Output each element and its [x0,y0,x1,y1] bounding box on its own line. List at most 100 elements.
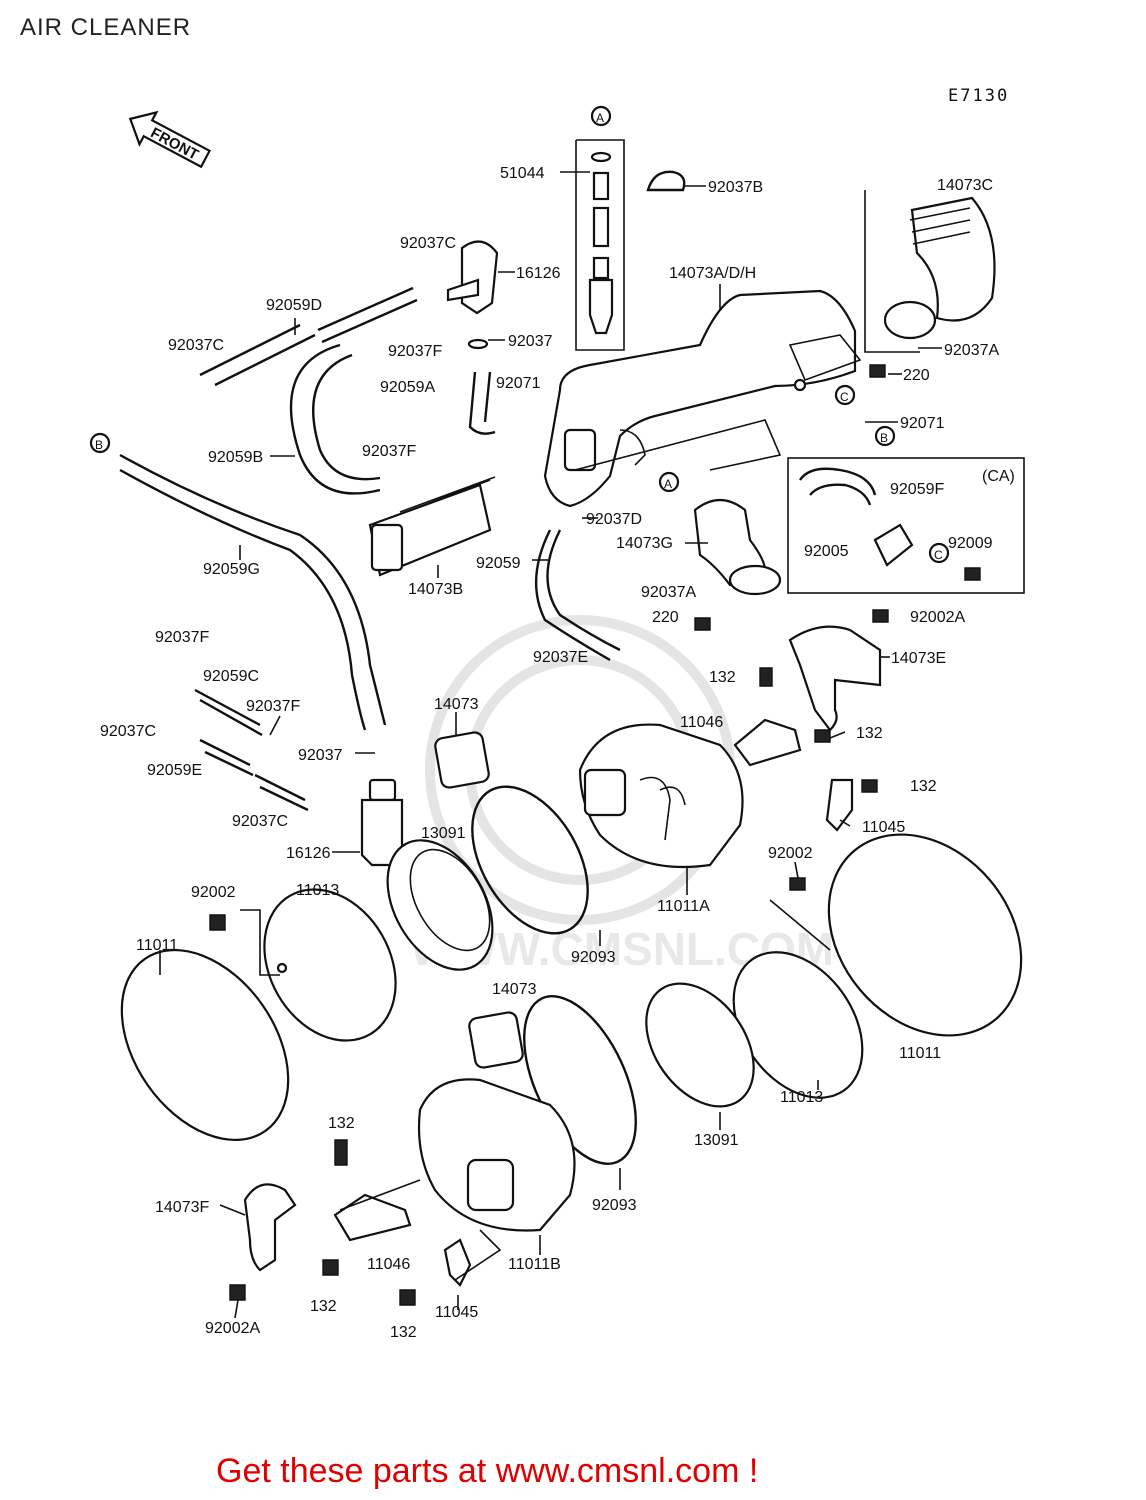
bolts [209,364,981,1306]
part-label: 132 [390,1324,417,1341]
part-label: 14073F [155,1199,209,1216]
part-14073e-bracket [788,625,882,732]
part-label: 92037C [100,723,156,740]
front-label: FRONT [148,124,202,163]
part-label: 92037A [641,584,696,601]
svg-text:A: A [664,477,672,491]
part-label: 14073B [408,581,463,598]
part-label: 92037 [508,333,553,350]
ref-marker-b-right [874,425,896,447]
part-11045-strap-upper [825,778,854,832]
part-label: 14073E [891,650,946,667]
ref-markers: A A B B C C [89,105,950,564]
part-label: 92059A [380,379,435,396]
part-label: 16126 [286,845,331,862]
part-label: 92037F [388,343,442,360]
part-label: 11045 [862,819,905,836]
part-label: 92037C [168,337,224,354]
page-title: AIR CLEANER [20,14,192,41]
part-label: 92005 [804,543,849,560]
ca-region-box: (CA) [787,457,1025,594]
part-label: 92071 [900,415,945,432]
part-11013-element [263,888,397,1042]
part-label: 11011B [508,1256,561,1273]
part-label: 92059G [203,561,260,578]
part-label: 11046 [680,714,723,731]
part-11011a-plate [578,723,744,869]
promo-link-text[interactable]: Get these parts at www.cmsnl.com ! [216,1452,759,1490]
part-label: 92037D [586,511,642,528]
part-label: 92037B [708,179,763,196]
part-label: 132 [709,669,736,686]
part-label: 11013 [296,882,339,899]
part-label: 14073C [937,177,993,194]
part-label: 92009 [948,535,993,552]
part-label: 92002 [768,845,813,862]
part-label: 92002 [191,884,236,901]
part-label: 92002A [205,1320,260,1337]
part-label: 92059F [890,481,944,498]
ref-marker-a-duct [658,471,680,493]
part-label: 13091 [694,1132,739,1149]
part-92093-gasket [471,785,589,935]
part-13091-filter-right [645,982,755,1108]
part-label: 14073G [616,535,673,552]
svg-text:B: B [95,438,103,452]
part-label: 11011 [899,1045,941,1062]
part-label: 132 [910,778,937,795]
part-label: 14073 [492,981,537,998]
ca-region-label: (CA) [982,468,1015,485]
part-label: 11011A [657,898,710,915]
part-14073b-box [368,476,496,577]
part-label: 13091 [421,825,466,842]
ref-marker-c-duct [834,384,856,406]
part-label: 92037C [400,235,456,252]
part-11011-cover-left [120,948,290,1142]
part-label: 11011 [136,937,178,954]
part-label: 92071 [496,375,541,392]
part-label: 92037F [362,443,416,460]
part-14073c-elbow [864,190,996,353]
part-label: 92037F [155,629,209,646]
part-label: 51044 [500,165,545,182]
svg-text:C: C [840,390,849,404]
part-13091-filter [386,839,494,971]
part-label: 220 [903,367,930,384]
part-92093-gasket-lower [523,995,637,1165]
part-label: 132 [310,1298,337,1315]
ref-marker-c-ca [928,542,950,564]
part-14073g-elbow [693,498,782,596]
part-label: 132 [328,1115,355,1132]
ref-marker-b-left [89,432,111,454]
part-label: 11045 [435,1304,478,1321]
part-label: 92037 [298,747,343,764]
part-label: 92037E [533,649,588,666]
part-label: 92037C [232,813,288,830]
part-label: 92037F [246,698,300,715]
part-label: 92059D [266,297,322,314]
part-label: 92059 [476,555,521,572]
part-label: 132 [856,725,883,742]
part-label: 92059E [147,762,202,779]
part-11011b-plate [417,1078,576,1232]
hoses [119,286,621,812]
part-11046-clamp-lower [333,1193,412,1242]
part-14073-seal [434,731,490,789]
part-label: 14073A/D/H [669,265,756,282]
part-label: 11046 [367,1256,410,1273]
part-label: 14073 [434,696,479,713]
part-label: 92093 [571,949,616,966]
part-label: 220 [652,609,679,626]
part-51044-assembly [575,139,625,351]
part-label: 92059C [203,668,259,685]
part-16126-valve [446,240,499,350]
part-16126-lower [360,778,404,867]
part-14073f-bracket [243,1183,297,1272]
part-14073a-duct [543,289,862,508]
part-11046-clamp-upper [733,718,802,767]
part-14073-seal-lower [468,1011,524,1069]
part-11011-cover-right [827,833,1023,1037]
svg-text:A: A [596,111,604,125]
